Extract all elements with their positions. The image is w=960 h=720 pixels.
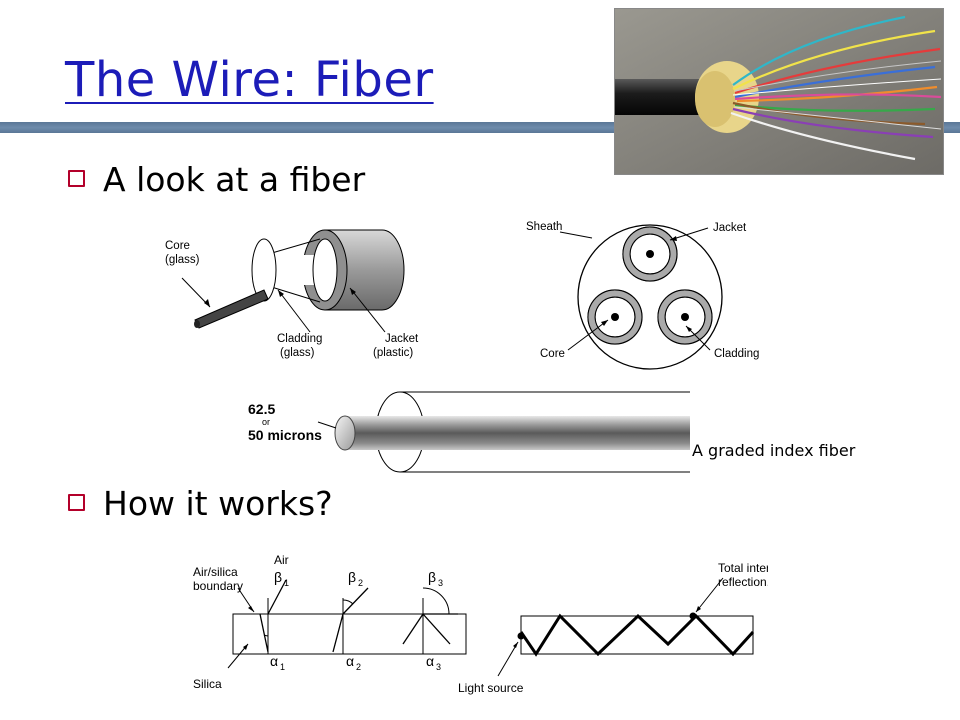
diameter-value-label: 62.5	[248, 401, 275, 417]
bullet-box-icon	[68, 494, 85, 511]
jacket-label: Jacket	[385, 333, 419, 345]
single-fiber-diagram: Core (glass) Cladding (glass) Jacket (pl…	[165, 229, 419, 359]
slide-title: The Wire: Fiber	[65, 52, 434, 108]
alpha3-subscript: 3	[436, 662, 441, 672]
beta3-subscript: 3	[438, 578, 443, 588]
bullet-box-icon	[68, 170, 85, 187]
bullet-how-it-works: How it works?	[68, 484, 333, 523]
core-label: Core	[165, 240, 190, 252]
bullet-look-at-fiber: A look at a fiber	[68, 160, 365, 199]
cable-cross-section-diagram: Sheath Jacket Core Cladding	[526, 221, 759, 370]
tir-label-2: reflection.	[718, 575, 768, 589]
sheath-label: Sheath	[526, 221, 562, 233]
beta1-symbol: β	[274, 569, 282, 585]
diameter-alt-label: 50 microns	[248, 427, 322, 443]
alpha3-symbol: α	[426, 653, 434, 669]
beta1-subscript: 1	[284, 578, 289, 588]
beta3-symbol: β	[428, 569, 436, 585]
diameter-or-label: or	[262, 417, 270, 427]
alpha2-subscript: 2	[356, 662, 361, 672]
cable-jacket-label: Jacket	[713, 222, 747, 234]
beta2-subscript: 2	[358, 578, 363, 588]
jacket-material-label: (plastic)	[373, 347, 413, 359]
boundary-label-2: boundary	[193, 579, 243, 593]
cable-cladding-label: Cladding	[714, 348, 759, 360]
tir-label-1: Total internal	[718, 561, 768, 575]
graded-index-fiber-diagram: 62.5 or 50 microns	[248, 391, 690, 473]
refraction-diagram: Air Air/silica boundary Silica β 1 β 2 β…	[193, 553, 768, 695]
bullet-text: A look at a fiber	[103, 160, 366, 199]
cladding-label: Cladding	[277, 333, 322, 345]
title-rule	[0, 122, 960, 133]
alpha1-symbol: α	[270, 653, 278, 669]
beta2-symbol: β	[348, 569, 356, 585]
air-label: Air	[274, 553, 289, 567]
boundary-label-1: Air/silica	[193, 565, 238, 579]
cable-core-label: Core	[540, 348, 565, 360]
core-material-label: (glass)	[165, 254, 200, 266]
fiber-cable-photo	[614, 8, 944, 175]
alpha1-subscript: 1	[280, 662, 285, 672]
silica-label: Silica	[193, 677, 222, 691]
light-source-label: Light source	[458, 681, 524, 695]
graded-index-caption: A graded index fiber	[692, 441, 856, 460]
bullet-text: How it works?	[103, 484, 333, 523]
cladding-material-label: (glass)	[280, 347, 315, 359]
alpha2-symbol: α	[346, 653, 354, 669]
